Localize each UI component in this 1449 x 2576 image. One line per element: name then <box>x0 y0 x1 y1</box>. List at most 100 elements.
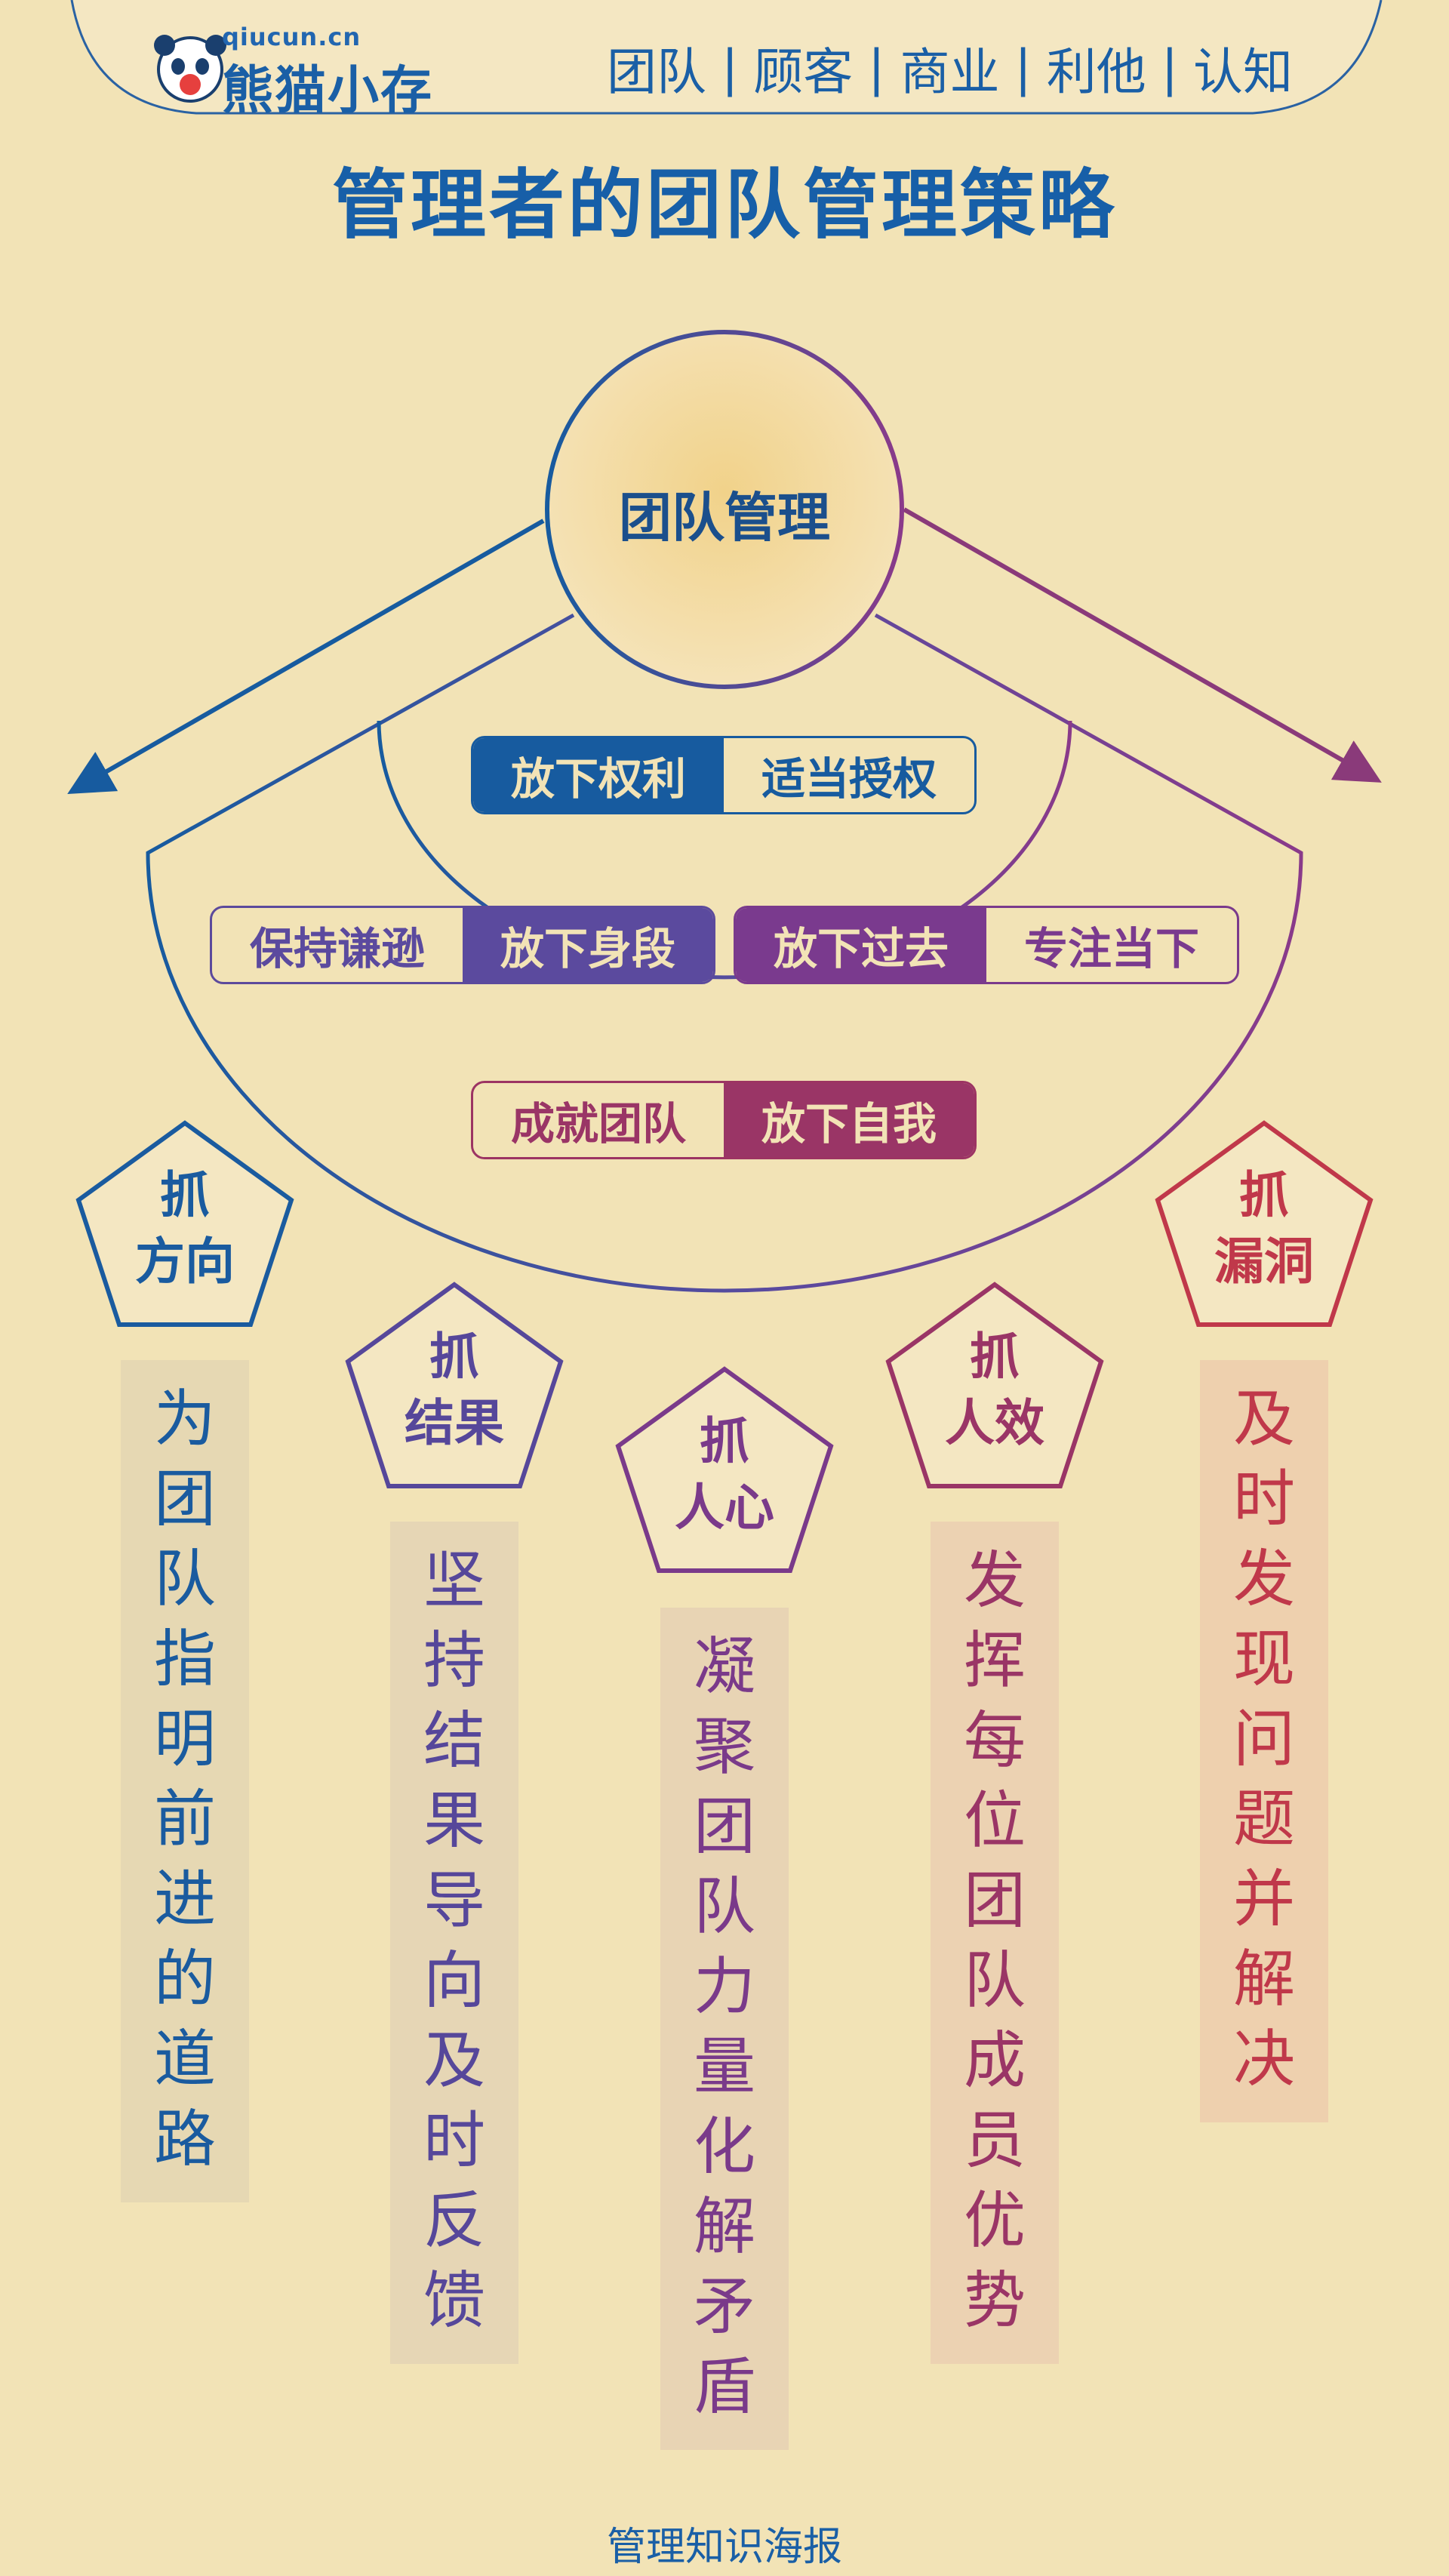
pill-present-left: 放下过去 <box>736 908 986 982</box>
pillar-column-result: 坚持结果导向及时反馈 <box>390 1522 518 2364</box>
pill-present-right: 专注当下 <box>1023 923 1199 974</box>
pill-self-right: 放下自我 <box>724 1083 974 1157</box>
pill-humility-right: 放下身段 <box>463 908 713 982</box>
pillar-char: 指 <box>153 1623 216 1695</box>
pillar-column-efficiency: 发挥每位团队成员优势 <box>931 1522 1059 2364</box>
nav-item-cognition[interactable]: 认知 <box>1193 43 1293 101</box>
nav-separator: | <box>1014 38 1032 97</box>
pillar-char: 导 <box>423 1865 485 1937</box>
inner-arc <box>377 720 1072 980</box>
pentagon-label-efficiency: 抓 人效 <box>919 1324 1070 1457</box>
logo-text: 熊猫小存 <box>222 61 434 121</box>
pillar-char: 路 <box>153 2104 216 2175</box>
pillar-char: 盾 <box>693 2351 755 2423</box>
pillar-char: 队 <box>693 1871 755 1943</box>
page-title: 管理者的团队管理策略 <box>332 161 1117 249</box>
pillar-char: 成 <box>963 2025 1026 2097</box>
pentagon-label-line1: 抓 <box>1239 1166 1289 1224</box>
pillar-char: 持 <box>423 1625 485 1697</box>
pillar-char: 并 <box>1232 1864 1295 1935</box>
pill-present: 放下过去 专注当下 <box>734 906 1239 984</box>
pentagon-label-line1: 抓 <box>160 1166 210 1224</box>
pentagon-label-line2: 方向 <box>135 1233 235 1291</box>
pentagon-label-heart: 抓 人心 <box>649 1408 800 1541</box>
nav-item-customer[interactable]: 顾客 <box>753 43 854 101</box>
pill-humility-left: 保持谦逊 <box>249 923 425 974</box>
panda-logo-icon <box>154 35 226 103</box>
pillar-char: 为 <box>153 1383 216 1455</box>
pill-authority-left: 放下权利 <box>473 738 724 812</box>
pillar-char: 队 <box>963 1945 1026 2017</box>
pentagon-result <box>345 1282 564 1488</box>
pill-authority: 放下权利 适当授权 <box>471 736 977 814</box>
header-band <box>70 0 1383 115</box>
pentagon-label-line1: 抓 <box>970 1328 1020 1386</box>
pillar-char: 前 <box>153 1784 216 1855</box>
pill-self: 成就团队 放下自我 <box>471 1081 977 1159</box>
nav-item-business[interactable]: 商业 <box>900 43 1000 101</box>
center-circle <box>545 330 904 689</box>
nav-item-altruism[interactable]: 利他 <box>1046 43 1146 101</box>
pillar-char: 结 <box>423 1705 485 1777</box>
pillar-char: 队 <box>153 1543 216 1615</box>
logo-domain: qiucun.cn <box>222 23 361 51</box>
pillar-char: 凝 <box>693 1631 755 1703</box>
nav-separator: | <box>1161 38 1178 97</box>
pillar-char: 明 <box>153 1703 216 1775</box>
pillar-column-direction: 为团队指明前进的道路 <box>121 1360 249 2202</box>
pillar-column-loophole: 及时发现问题并解决 <box>1200 1360 1328 2122</box>
header-nav: 团队 | 顾客 | 商业 | 利他 | 认知 <box>596 30 1303 106</box>
pillar-char: 决 <box>1232 2024 1295 2095</box>
pillar-char: 解 <box>1232 1944 1295 2015</box>
left-arrow <box>67 519 545 794</box>
pillar-char: 团 <box>153 1463 216 1535</box>
nav-separator: | <box>868 38 885 97</box>
pillar-char: 优 <box>963 2185 1026 2257</box>
pillar-char: 道 <box>153 2024 216 2095</box>
pillar-char: 反 <box>423 2185 485 2257</box>
logo[interactable]: qiucun.cn 熊猫小存 <box>162 23 463 121</box>
footer-caption: 管理知识海报 <box>606 2525 842 2570</box>
pentagon-direction <box>75 1120 294 1327</box>
pillar-char: 势 <box>963 2265 1026 2337</box>
pentagon-label-loophole: 抓 漏洞 <box>1189 1162 1340 1295</box>
pillar-char: 果 <box>423 1785 485 1857</box>
pentagon-label-line1: 抓 <box>700 1412 749 1470</box>
pill-authority-right: 适当授权 <box>761 753 937 805</box>
pillar-char: 时 <box>1232 1463 1295 1535</box>
pillar-char: 矛 <box>693 2271 755 2343</box>
pentagon-label-line2: 人效 <box>945 1394 1044 1452</box>
center-label: 团队管理 <box>619 487 830 549</box>
pillar-char: 员 <box>963 2105 1026 2177</box>
pentagon-label-line2: 漏洞 <box>1214 1233 1314 1291</box>
pentagon-label-direction: 抓 方向 <box>109 1162 260 1295</box>
pillar-char: 化 <box>693 2111 755 2183</box>
pillar-char: 馈 <box>423 2265 485 2337</box>
pillar-char: 解 <box>693 2191 755 2263</box>
nav-item-team[interactable]: 团队 <box>607 43 706 101</box>
nav-separator: | <box>721 38 739 97</box>
pillar-char: 力 <box>693 1951 755 2023</box>
pillar-char: 位 <box>963 1785 1026 1857</box>
pentagon-label-result: 抓 结果 <box>379 1324 530 1457</box>
right-arrow <box>903 507 1382 783</box>
pillar-char: 及 <box>1232 1383 1295 1455</box>
pillar-char: 进 <box>153 1864 216 1935</box>
pillar-column-heart: 凝聚团队力量化解矛盾 <box>660 1608 789 2450</box>
pillar-char: 聚 <box>693 1711 755 1783</box>
pillar-char: 发 <box>963 1545 1026 1617</box>
pillar-char: 现 <box>1232 1623 1295 1695</box>
pentagon-label-line2: 人心 <box>675 1479 774 1537</box>
pentagon-loophole <box>1155 1120 1374 1327</box>
pillar-char: 发 <box>1232 1543 1295 1615</box>
pillar-char: 问 <box>1232 1703 1295 1775</box>
pill-humility: 保持谦逊 放下身段 <box>210 906 715 984</box>
pillar-char: 量 <box>693 2031 755 2103</box>
outer-arc <box>146 613 1303 1293</box>
pillar-char: 团 <box>693 1791 755 1863</box>
pentagon-label-line2: 结果 <box>405 1394 504 1452</box>
pillar-char: 的 <box>153 1944 216 2015</box>
pillar-char: 坚 <box>423 1545 485 1617</box>
pillar-char: 时 <box>423 2105 485 2177</box>
